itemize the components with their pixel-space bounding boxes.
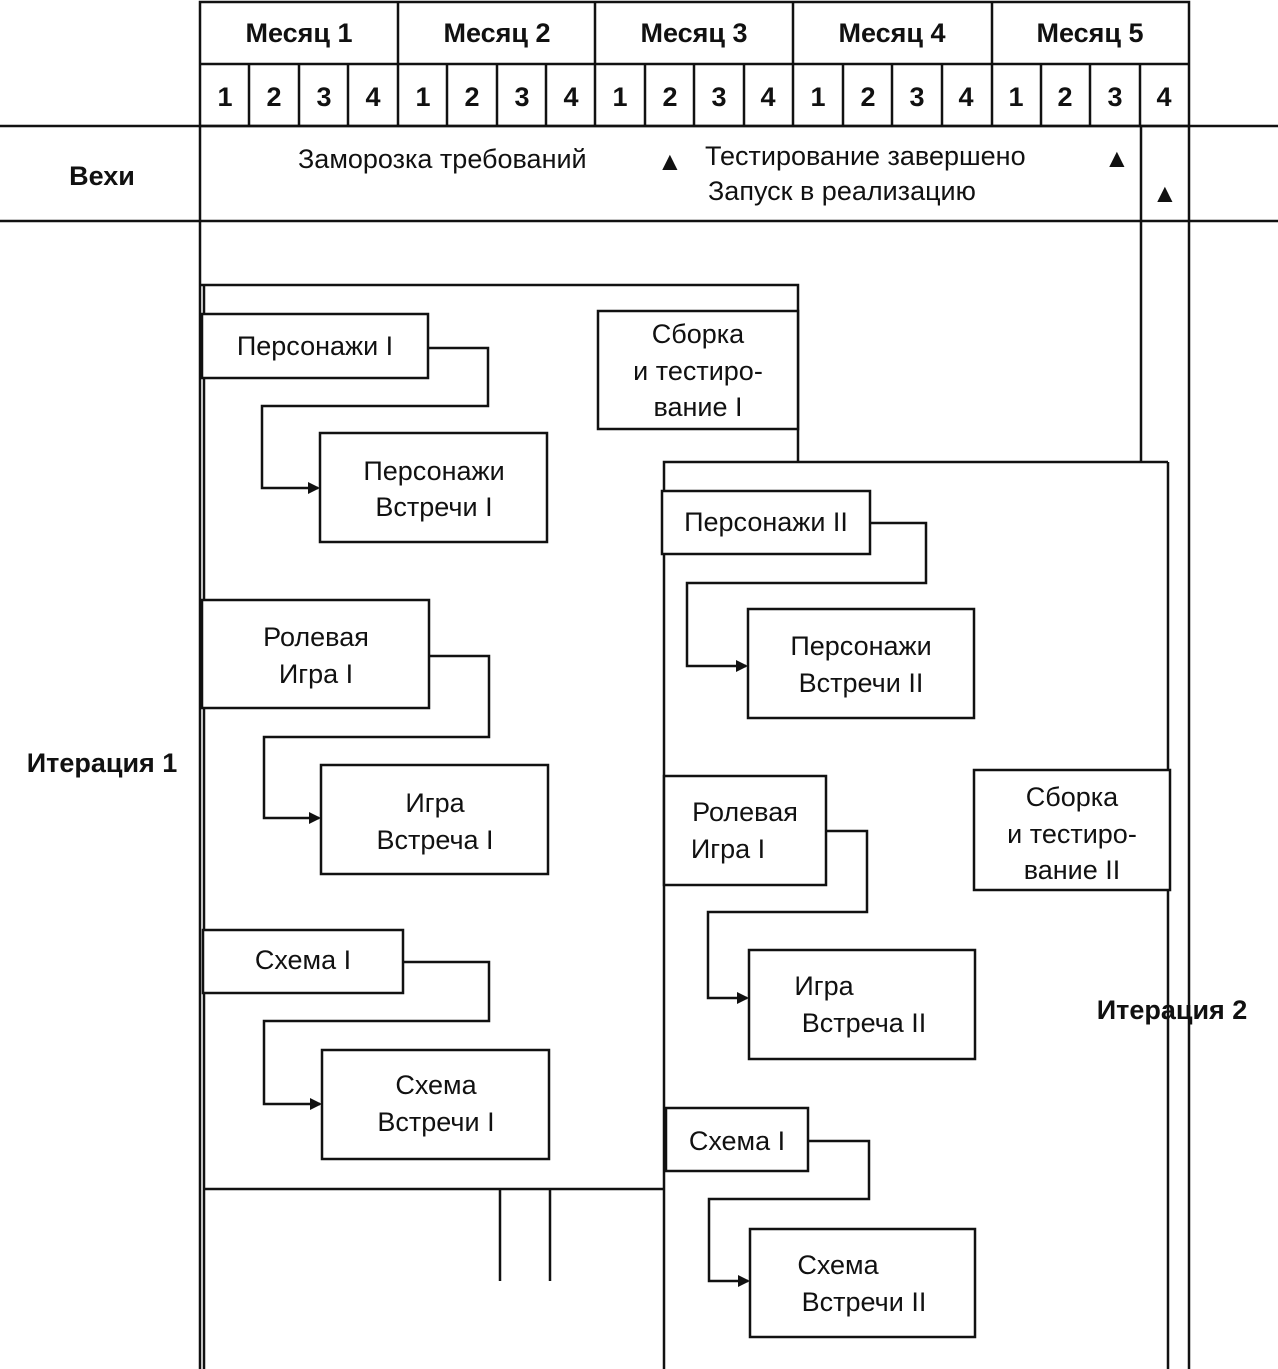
- task-label: Встречи II: [799, 668, 924, 698]
- iteration-1-label: Итерация 1: [27, 748, 178, 778]
- milestone-marker: ▲: [657, 146, 683, 176]
- dependency-arrow: [262, 960, 491, 1110]
- task-build-test-i: Сборка и тестиро- вание I: [596, 309, 800, 431]
- task-label: Схема I: [255, 945, 351, 975]
- task-label: Персонажи I: [237, 331, 393, 361]
- week-labels: 1 2 3 4 1 2 3 4 1 2 3 4 1 2 3 4 1 2 3 4: [217, 82, 1171, 112]
- week-label: 3: [514, 82, 529, 112]
- task-label: Ролевая: [263, 622, 369, 652]
- week-label: 1: [810, 82, 825, 112]
- week-label: 2: [266, 82, 281, 112]
- week-label: 2: [464, 82, 479, 112]
- task-characters-meetings-ii: Персонажи Встречи II: [746, 607, 976, 720]
- task-label: Сборка: [652, 319, 745, 349]
- task-game-meeting-ii: Игра Встреча II: [747, 948, 977, 1061]
- task-scheme-meetings-ii: Схема Встречи II: [748, 1227, 977, 1339]
- dependency-arrow: [262, 654, 491, 824]
- task-label: Встреча II: [802, 1008, 927, 1038]
- task-characters-meetings-i: Персонажи Встречи I: [318, 431, 549, 544]
- task-label: Персонажи: [363, 456, 504, 486]
- task-label: Игра I: [279, 659, 353, 689]
- month-labels: Месяц 1 Месяц 2 Месяц 3 Месяц 4 Месяц 5: [245, 18, 1143, 48]
- task-label: Встречи I: [377, 1107, 494, 1137]
- week-label: 1: [217, 82, 232, 112]
- week-label: 2: [860, 82, 875, 112]
- milestones-band: Вехи Заморозка требований ▲ Тестирование…: [0, 124, 1278, 223]
- week-label: 1: [612, 82, 627, 112]
- timeline-header: Месяц 1 Месяц 2 Месяц 3 Месяц 4 Месяц 5 …: [198, 0, 1191, 128]
- task-label: Схема: [395, 1070, 477, 1100]
- task-build-test-ii: Сборка и тестиро- вание II: [972, 768, 1172, 892]
- task-roleplay-ii: Ролевая Игра I: [662, 774, 828, 887]
- milestone-testing-complete: Тестирование завершено: [705, 141, 1026, 171]
- task-label: Схема: [797, 1250, 879, 1280]
- week-label: 3: [1107, 82, 1122, 112]
- task-label: Схема I: [689, 1126, 785, 1156]
- task-label: Игра: [405, 788, 465, 818]
- task-label: вание I: [653, 392, 742, 422]
- task-scheme-i: Схема I: [201, 928, 405, 995]
- dependency-arrow: [707, 1139, 871, 1287]
- milestone-release-launch: Запуск в реализацию: [708, 176, 976, 206]
- task-characters-ii: Персонажи II: [660, 489, 872, 556]
- milestones-label: Вехи: [69, 161, 135, 191]
- task-label: Игра: [794, 971, 854, 1001]
- month-label: Месяц 5: [1036, 18, 1143, 48]
- task-label: Сборка: [1026, 782, 1119, 812]
- month-label: Месяц 1: [245, 18, 352, 48]
- week-label: 1: [415, 82, 430, 112]
- month-label: Месяц 2: [443, 18, 550, 48]
- week-label: 3: [316, 82, 331, 112]
- task-label: и тестиро-: [633, 356, 763, 386]
- task-game-meeting-i: Игра Встреча I: [319, 763, 550, 876]
- task-roleplay-i: Ролевая Игра I: [200, 598, 431, 710]
- task-label: Встречи I: [375, 492, 492, 522]
- task-label: Встреча I: [376, 825, 493, 855]
- milestone-marker: ▲: [1104, 143, 1130, 173]
- month-label: Месяц 4: [838, 18, 945, 48]
- week-label: 3: [909, 82, 924, 112]
- task-label: Персонажи II: [684, 507, 848, 537]
- iteration-2-label: Итерация 2: [1097, 995, 1248, 1025]
- task-label: Ролевая: [692, 797, 798, 827]
- timeline-guides: [198, 126, 1191, 1369]
- month-label: Месяц 3: [640, 18, 747, 48]
- task-scheme-meetings-i: Схема Встречи I: [320, 1048, 551, 1161]
- milestone-marker: ▲: [1152, 178, 1178, 208]
- week-label: 2: [1057, 82, 1072, 112]
- week-label: 4: [760, 82, 775, 112]
- task-label: Игра I: [691, 834, 765, 864]
- dependency-arrow: [685, 521, 928, 672]
- dependency-arrow: [260, 346, 490, 494]
- week-label: 3: [711, 82, 726, 112]
- week-label: 4: [365, 82, 380, 112]
- task-label: Встречи II: [802, 1287, 927, 1317]
- milestone-requirements-freeze: Заморозка требований: [298, 144, 587, 174]
- dependency-arrow: [706, 829, 869, 1004]
- week-label: 4: [1156, 82, 1171, 112]
- task-label: Персонажи: [790, 631, 931, 661]
- week-label: 2: [662, 82, 677, 112]
- week-label: 4: [563, 82, 578, 112]
- task-label: и тестиро-: [1007, 819, 1137, 849]
- task-label: вание II: [1024, 855, 1121, 885]
- iteration-2: Итерация 2 Персонажи II Персонажи Встреч…: [660, 460, 1248, 1369]
- task-scheme-ii: Схема I: [664, 1106, 810, 1173]
- week-label: 1: [1008, 82, 1023, 112]
- iteration-1: Итерация 1 Персонажи I Персонажи Встречи…: [27, 283, 800, 1369]
- task-characters-i: Персонажи I: [200, 312, 430, 380]
- week-label: 4: [958, 82, 973, 112]
